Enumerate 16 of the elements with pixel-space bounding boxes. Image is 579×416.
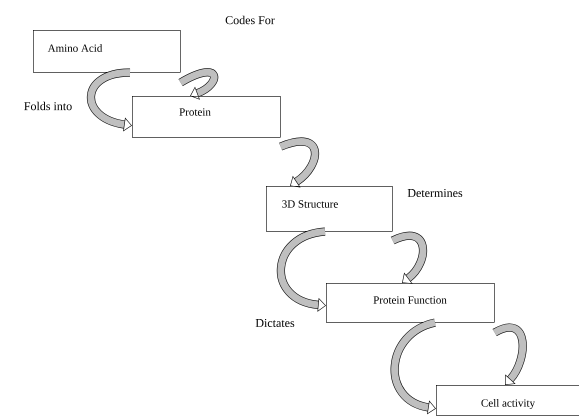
curved-arrow bbox=[279, 138, 319, 188]
edge-label: Codes For bbox=[226, 16, 275, 24]
curved-arrow bbox=[178, 68, 218, 100]
process-box: Cell activity bbox=[436, 385, 579, 416]
curved-arrow bbox=[276, 228, 326, 312]
process-box: Amino Acid bbox=[33, 30, 181, 73]
process-box: Protein Function bbox=[326, 283, 495, 323]
curved-arrow bbox=[391, 232, 428, 284]
process-box: 3D Structure bbox=[266, 186, 393, 232]
edge-label: Folds into bbox=[24, 102, 72, 110]
curved-arrow bbox=[87, 68, 132, 132]
edge-label: Dictates bbox=[256, 318, 294, 328]
curved-arrow bbox=[492, 324, 527, 385]
process-box: Protein bbox=[132, 96, 281, 138]
curved-arrow bbox=[390, 318, 436, 414]
edge-label: Determines bbox=[408, 188, 462, 198]
